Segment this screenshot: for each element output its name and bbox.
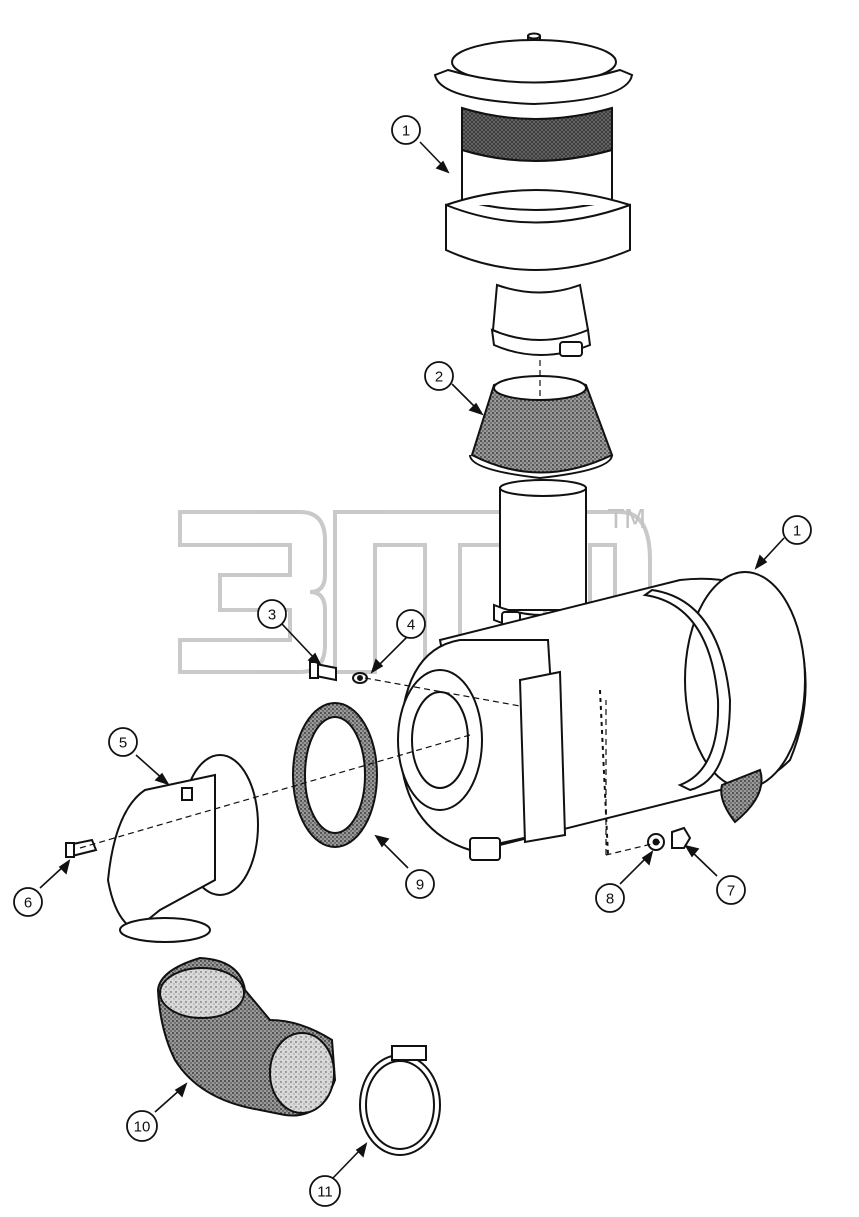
outlet-elbow [106, 754, 259, 943]
callout-3: 3 [257, 599, 287, 629]
svg-text:8: 8 [606, 891, 614, 908]
air-cleaner-housing [397, 571, 807, 861]
svg-text:7: 7 [727, 883, 735, 900]
svg-text:4: 4 [407, 617, 415, 634]
svg-text:5: 5 [119, 735, 127, 752]
callout-8: 8 [595, 883, 625, 913]
callout-5: 5 [108, 727, 138, 757]
callout-6: 6 [13, 887, 43, 917]
svg-text:3: 3 [268, 607, 276, 624]
svg-text:1: 1 [793, 523, 801, 540]
svg-text:2: 2 [435, 369, 443, 386]
center-lines [79, 360, 661, 856]
cap-screw [65, 838, 98, 858]
callout-1-top: 1 [391, 115, 421, 145]
svg-text:10: 10 [134, 1119, 151, 1136]
callouts: 1 2 1 3 4 5 9 6 8 7 10 11 [13, 115, 812, 1207]
callout-4: 4 [396, 609, 426, 639]
svg-text:9: 9 [416, 877, 424, 894]
callout-11: 11 [309, 1175, 341, 1207]
gasket [292, 702, 378, 848]
callout-10: 10 [126, 1110, 158, 1142]
hose-clamp [359, 1045, 441, 1156]
hose-elbow [156, 956, 337, 1117]
callout-7: 7 [716, 875, 746, 905]
callout-2: 2 [424, 361, 454, 391]
nut-and-washer [647, 826, 692, 851]
watermark-tm: TM [607, 505, 646, 535]
leader-lines [39, 141, 785, 1179]
svg-text:11: 11 [317, 1184, 333, 1201]
cap-cone [469, 375, 614, 480]
callout-1-right: 1 [782, 515, 812, 545]
svg-text:6: 6 [24, 895, 32, 912]
svg-text:1: 1 [402, 123, 410, 140]
callout-9: 9 [405, 869, 435, 899]
precleaner-top [433, 32, 634, 357]
